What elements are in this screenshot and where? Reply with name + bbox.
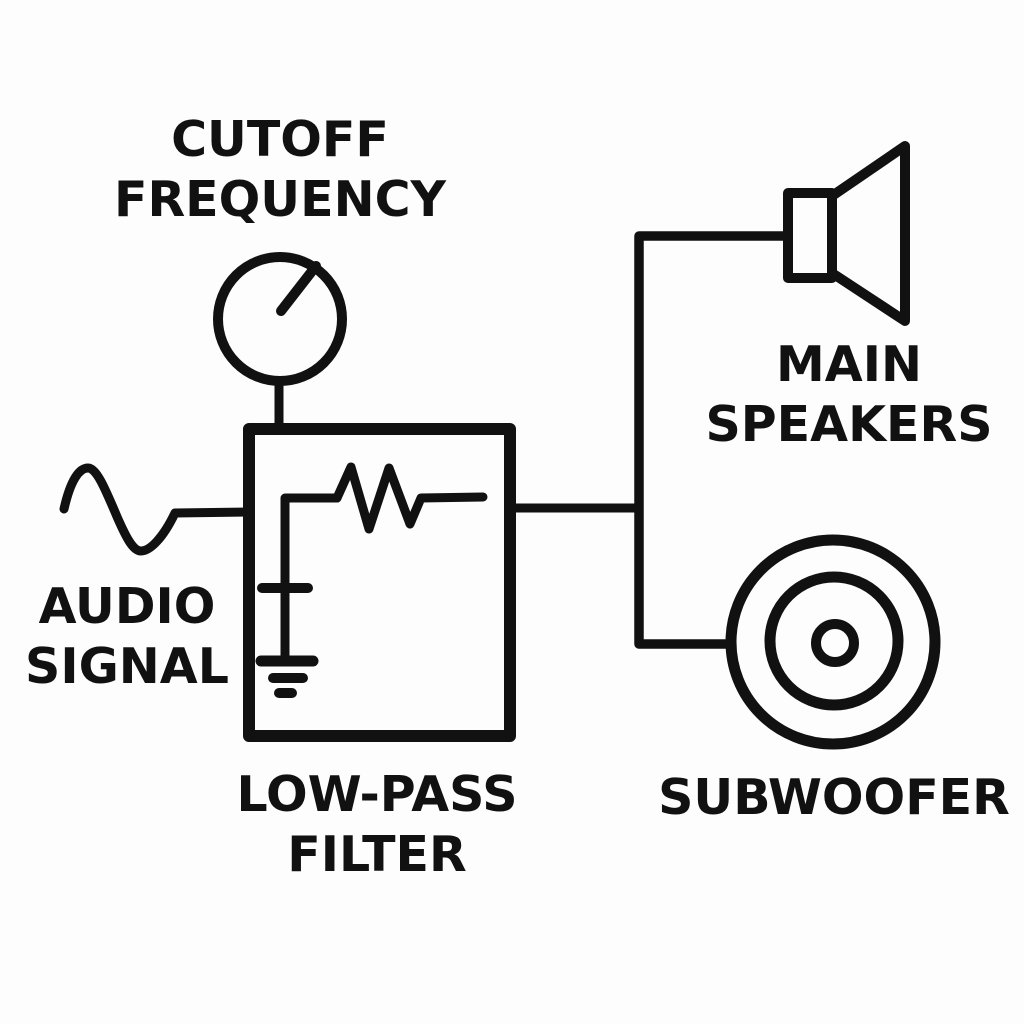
- cutoff-frequency-label-line1: CUTOFF: [171, 111, 389, 168]
- sine-wave-icon: [59, 463, 254, 556]
- knob-dial-icon: [213, 252, 347, 433]
- rc-circuit-icon: [255, 462, 488, 698]
- subwoofer-icon: [725, 534, 941, 750]
- main-speakers-label-line2: SPEAKERS: [705, 396, 993, 453]
- filter-box: [243, 423, 516, 742]
- main-speakers-label: MAIN SPEAKERS: [705, 335, 992, 455]
- low-pass-filter-label-line2: FILTER: [287, 826, 467, 883]
- low-pass-filter-label: LOW-PASS FILTER: [236, 765, 517, 885]
- cutoff-frequency-label-line2: FREQUENCY: [113, 171, 447, 228]
- subwoofer-label-line1: SUBWOOFER: [658, 769, 1010, 826]
- horn-speaker-icon: [783, 141, 910, 326]
- resistor-icon: [332, 462, 488, 534]
- cutoff-frequency-label: CUTOFF FREQUENCY: [114, 110, 446, 230]
- audio-signal-label-line1: AUDIO: [38, 578, 216, 635]
- low-pass-filter-label-line1: LOW-PASS: [236, 766, 518, 823]
- audio-signal-label: AUDIO SIGNAL: [25, 577, 229, 697]
- output-wires: [507, 231, 792, 649]
- audio-signal-label-line2: SIGNAL: [25, 638, 229, 695]
- subwoofer-label: SUBWOOFER: [658, 768, 1010, 828]
- main-speakers-label-line1: MAIN: [776, 336, 922, 393]
